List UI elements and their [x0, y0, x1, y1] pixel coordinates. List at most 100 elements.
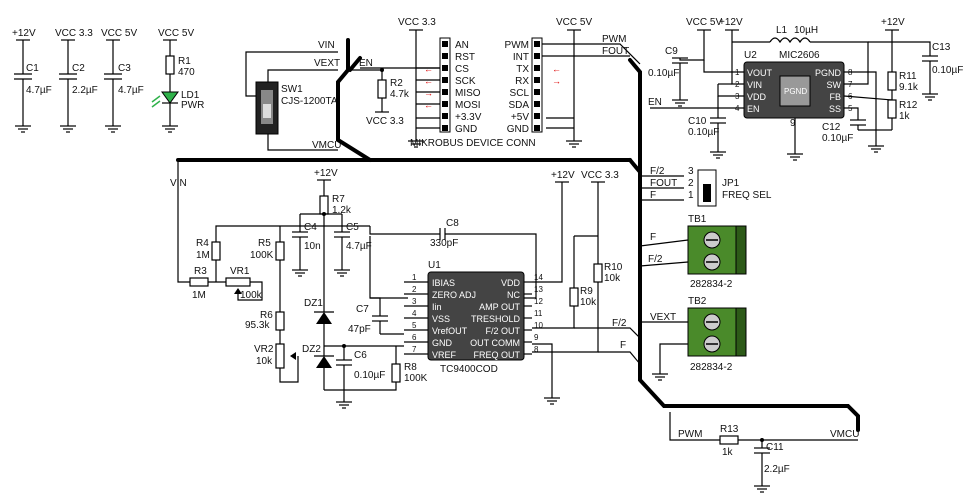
net-label: F — [650, 232, 656, 243]
cap-c1: +12V C1 4.7µF — [12, 28, 52, 133]
pin-label: VIN — [747, 80, 762, 90]
pin-pad — [442, 89, 448, 95]
cap-value: 0.10µF — [648, 68, 679, 79]
zener-ref: DZ1 — [304, 298, 323, 309]
ic-ref: U2 — [744, 50, 757, 61]
resistor-value: 1M — [192, 290, 206, 301]
pin-label: GND — [455, 124, 477, 135]
led-ref: LD1 — [181, 90, 200, 101]
signal-arrow-icon: → — [424, 88, 433, 98]
pin-label: Iin — [432, 302, 442, 312]
resistor-ref: R11 — [899, 71, 917, 82]
pin-number: 3 — [735, 92, 740, 101]
pin-number: 1 — [412, 273, 417, 282]
pin-label: OUT COMM — [470, 338, 520, 348]
resistor-ref: R9 — [580, 286, 593, 297]
pin-label: SDA — [508, 100, 529, 111]
pin-label: PWM — [505, 40, 529, 51]
cap-ref: C6 — [354, 350, 367, 361]
pin-number: 10 — [534, 321, 543, 330]
cap-value: 2.2µF — [72, 85, 98, 96]
cap-ref: C8 — [446, 218, 459, 229]
ic-ref: U1 — [428, 260, 441, 271]
rail-label: VCC 5V — [686, 17, 722, 28]
net-label: F/2 — [650, 166, 665, 177]
rail-label: VCC 5V — [158, 28, 194, 39]
resistor-value: 100K — [404, 373, 428, 384]
pin-number: 2 — [412, 285, 417, 294]
pin-label: VOUT — [747, 68, 773, 78]
cap-value: 0.10µF — [822, 133, 853, 144]
resistor-ref: R5 — [258, 238, 271, 249]
power-led: VCC 5V R1 470 LD1 PWR — [151, 28, 204, 133]
pin-label: VREF — [432, 350, 457, 360]
resistor-r2: R2 4.7k VCC 3.3 — [352, 68, 410, 127]
resistor-ref: R10 — [604, 262, 623, 273]
pin-number: 1 — [688, 190, 694, 201]
pin-label: +3.3V — [455, 112, 482, 123]
switch-ref: SW1 — [281, 84, 303, 95]
cap-ref: C4 — [304, 222, 317, 233]
pin-pad — [534, 65, 540, 71]
net-label: PWM — [678, 429, 702, 440]
pin-number: 2 — [735, 80, 740, 89]
resistor-value: 100K — [250, 250, 274, 261]
rail-label: VCC 3.3 — [366, 116, 404, 127]
bus-lines — [176, 38, 860, 432]
cap-ref: C2 — [72, 63, 85, 74]
pin-label: SCK — [455, 76, 476, 87]
pin-label: SW — [827, 80, 842, 90]
switch-sw1: VIN VEXT VMCU SW1 CJS-1200TA EN — [245, 40, 373, 151]
cap-value: 330pF — [430, 238, 458, 249]
pin-number: 8 — [534, 345, 539, 354]
rail-label: VCC 5V — [101, 28, 137, 39]
ic-part: TC9400COD — [440, 364, 498, 375]
resistor-value: 1k — [722, 447, 734, 458]
pin-label: RST — [455, 52, 475, 63]
rail-label: +12V — [719, 17, 743, 28]
jumper-jp1: F/2 FOUT F 3 2 1 JP1 FREQ SEL — [640, 166, 772, 207]
pin-pad — [442, 125, 448, 131]
resistor-ref: R8 — [404, 362, 417, 373]
pin-number: 3 — [412, 297, 417, 306]
pin-pad — [534, 125, 540, 131]
resistor-value: 9.1k — [899, 82, 919, 93]
signal-arrow-icon: ← — [552, 64, 561, 74]
pin-pad — [442, 53, 448, 59]
net-label: F — [620, 340, 626, 351]
resistor-ref: R13 — [720, 424, 739, 435]
resistor-ref: R1 — [178, 56, 191, 67]
resistor-value: 4.7k — [390, 89, 410, 100]
pin-number: 4 — [412, 309, 417, 318]
pin-pad — [442, 113, 448, 119]
pin-pad — [442, 41, 448, 47]
pin-label: EN — [747, 104, 760, 114]
resistor-value: 95.3k — [245, 320, 270, 331]
resistor-ref: R2 — [390, 78, 403, 89]
pin-label: VDD — [501, 278, 521, 288]
net-label: VEXT — [650, 312, 676, 323]
pot-value: 10k — [256, 356, 273, 367]
pin-pad — [534, 89, 540, 95]
net-label: F/2 — [648, 254, 663, 265]
terminal-part: 282834-2 — [690, 362, 733, 373]
pin-label: INT — [513, 52, 529, 63]
switch-part: CJS-1200TA — [281, 96, 338, 107]
signal-arrow-icon: → — [552, 76, 561, 86]
cap-ref: C11 — [766, 442, 784, 453]
net-label: EN — [648, 97, 662, 108]
pin-label: F/2 OUT — [485, 326, 520, 336]
cap-value: 0.10µF — [354, 370, 385, 381]
cap-value: 2.2µF — [764, 464, 790, 475]
jumper-ref: JP1 — [722, 178, 740, 189]
pin-label: GND — [432, 338, 453, 348]
pin-label: VDD — [747, 92, 767, 102]
pin-label: CS — [455, 64, 469, 75]
cap-value: 0.10µF — [688, 127, 719, 138]
cap-ref: C7 — [356, 304, 369, 315]
pin-number: 14 — [534, 273, 543, 282]
pin-label: GND — [507, 124, 529, 135]
net-label: VEXT — [314, 58, 340, 69]
